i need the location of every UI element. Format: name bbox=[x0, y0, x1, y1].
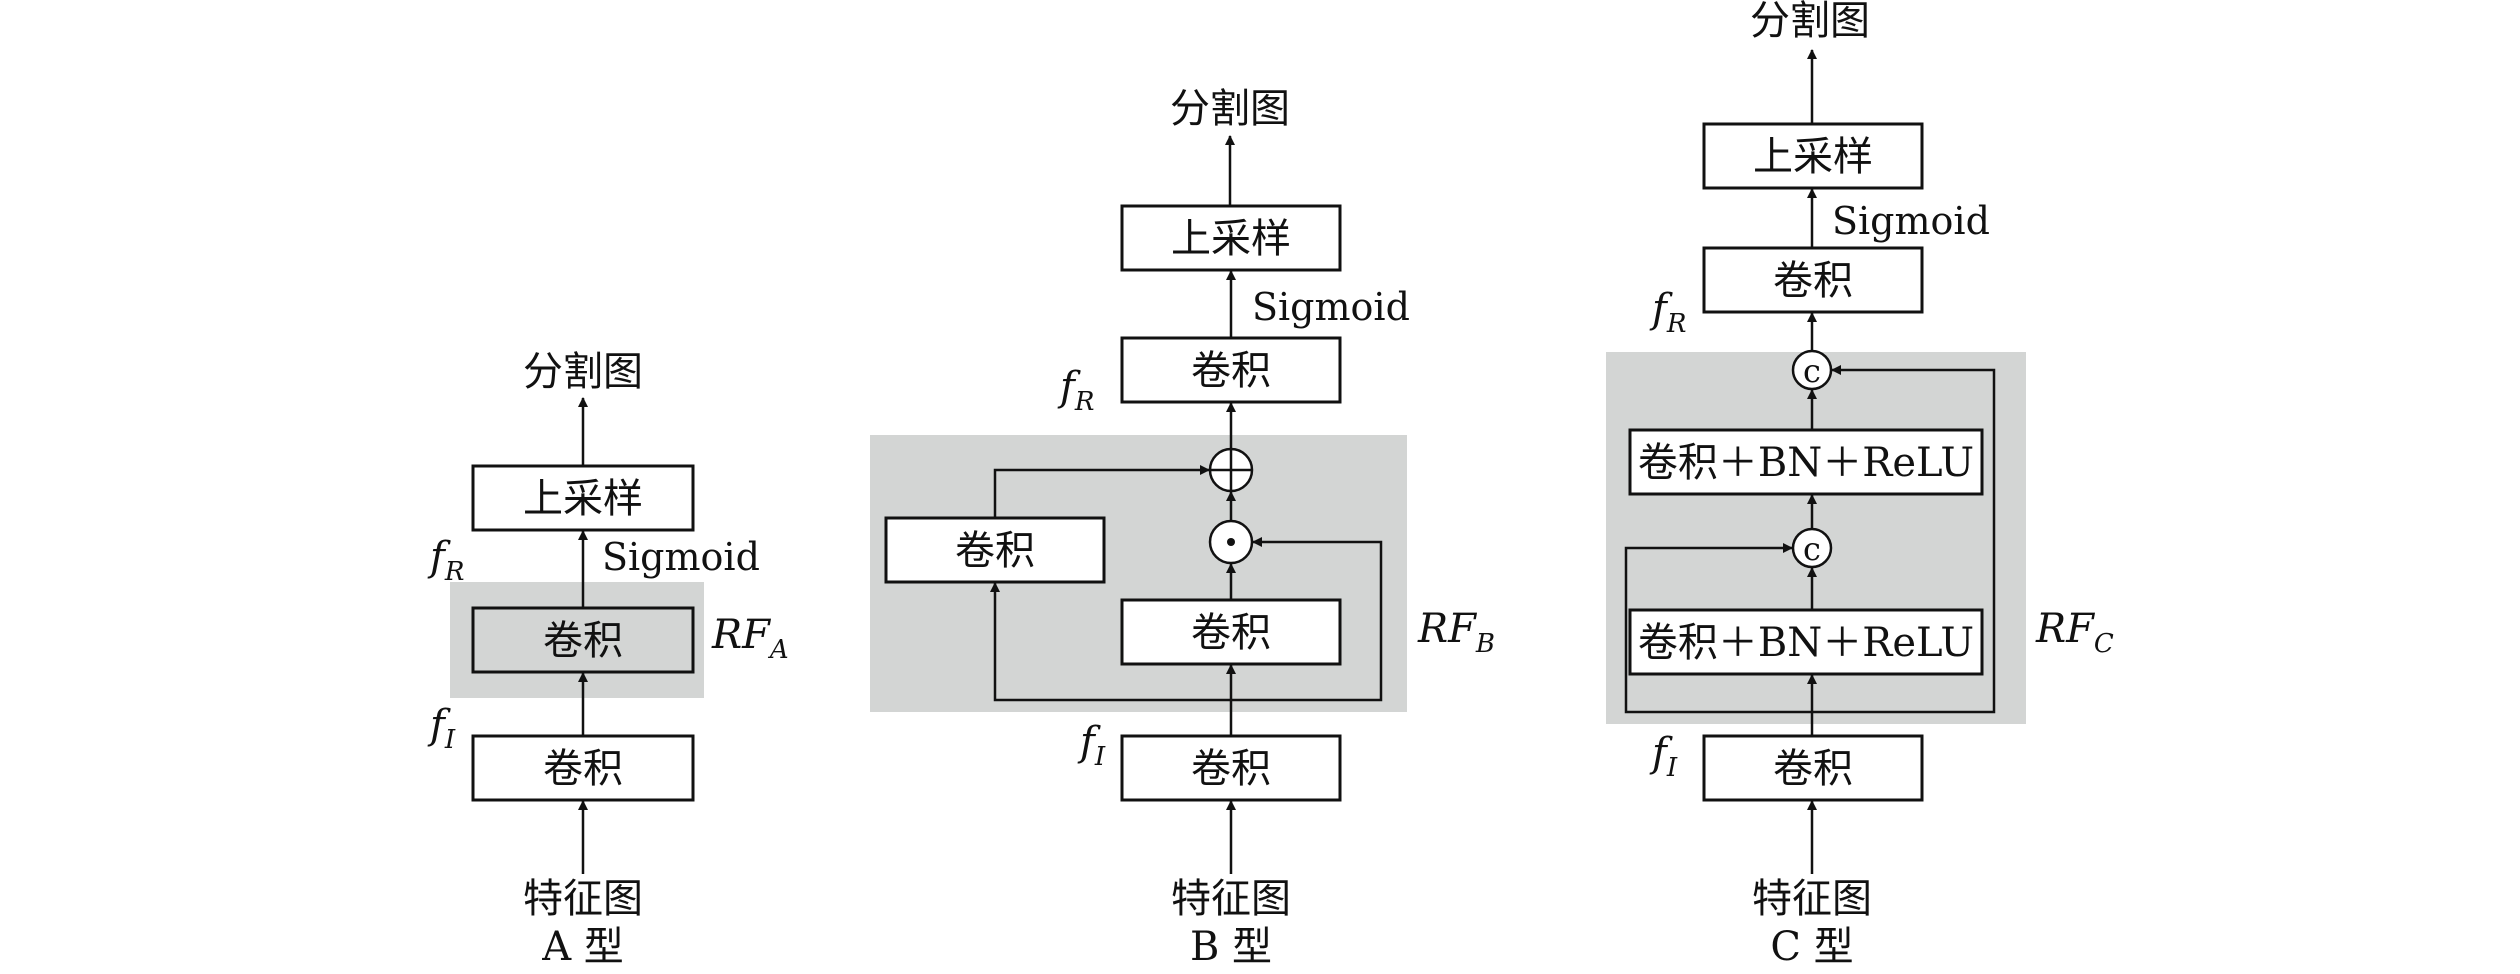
c-fi-sub: I bbox=[1666, 753, 1678, 783]
c-rf-sub: C bbox=[2094, 629, 2114, 659]
a-sigmoid-label: Sigmoid bbox=[602, 535, 760, 579]
b-dot-center bbox=[1227, 538, 1235, 546]
b-conv-top-box bbox=[1120, 336, 1342, 404]
b-arrow-side-to-plus bbox=[993, 465, 1210, 518]
b-upsample-label: 上采样 bbox=[1171, 216, 1291, 262]
c-cbr-upper-label: 卷积＋BN＋ReLU bbox=[1638, 440, 1974, 486]
b-rf-sub: B bbox=[1475, 629, 1495, 659]
c-conv-top-box bbox=[1702, 246, 1924, 314]
a-rf-text: RF bbox=[711, 612, 771, 658]
b-upsample-box bbox=[1120, 204, 1342, 272]
c-caption: C 型 bbox=[1770, 924, 1853, 970]
a-fi-sub: I bbox=[444, 725, 456, 755]
b-fi-sub: I bbox=[1094, 742, 1106, 772]
a-fr-sub: R bbox=[444, 557, 465, 587]
b-conv-inner-label: 卷积 bbox=[1191, 610, 1271, 656]
b-conv-inner-box bbox=[1120, 598, 1342, 666]
b-fr-label: fR bbox=[1057, 364, 1094, 417]
b-input-label: 特征图 bbox=[1171, 876, 1291, 922]
c-arrow-skip-to-upper-concat bbox=[1812, 365, 1996, 714]
c-conv-top-label: 卷积 bbox=[1773, 258, 1853, 304]
b-fi-label: fI bbox=[1077, 719, 1106, 772]
b-fr-sub: R bbox=[1074, 387, 1095, 417]
b-rf-text: RF bbox=[1417, 606, 1477, 652]
variant-b: 分割图 上采样 Sigmoid fR 卷积 卷积 卷积 RFB fI 卷积 bbox=[870, 86, 1495, 970]
c-fr-sub: R bbox=[1666, 309, 1687, 339]
b-conv-side-box bbox=[884, 516, 1106, 584]
c-concat-lower-symbol: c bbox=[1803, 530, 1821, 568]
variant-c: 分割图 上采样 Sigmoid 卷积 fR c 卷积＋BN＋ReLU c 卷积＋… bbox=[1606, 0, 2114, 970]
a-caption: A 型 bbox=[541, 924, 624, 970]
c-fi-label: fI bbox=[1649, 730, 1678, 783]
c-rf-text: RF bbox=[2035, 606, 2095, 652]
c-conv-box bbox=[1702, 734, 1924, 802]
a-rf-label: RFA bbox=[711, 612, 789, 665]
c-upsample-box bbox=[1702, 122, 1924, 190]
b-sigmoid-label: Sigmoid bbox=[1252, 285, 1410, 329]
b-arrow-skip-to-side bbox=[990, 582, 1231, 702]
variant-a: 分割图 上采样 Sigmoid fR 卷积 RFA fI 卷积 特征图 A 型 bbox=[427, 349, 789, 970]
c-input-label: 特征图 bbox=[1752, 876, 1872, 922]
a-rf-conv-label: 卷积 bbox=[543, 618, 623, 664]
a-fi-label: fI bbox=[427, 702, 456, 755]
c-cbr-upper-box bbox=[1628, 428, 1984, 496]
c-output-label: 分割图 bbox=[1750, 0, 1870, 44]
c-sigmoid-label: Sigmoid bbox=[1832, 199, 1990, 243]
c-conv-label: 卷积 bbox=[1773, 746, 1853, 792]
a-conv-label: 卷积 bbox=[543, 746, 623, 792]
b-conv-label: 卷积 bbox=[1191, 746, 1271, 792]
c-upsample-label: 上采样 bbox=[1753, 134, 1873, 180]
a-rf-sub: A bbox=[768, 635, 789, 665]
c-arrow-skip-to-lower-concat bbox=[1624, 543, 1812, 714]
b-arrow-skip-to-dot bbox=[1231, 537, 1383, 702]
b-output-label: 分割图 bbox=[1170, 86, 1290, 132]
b-rf-label: RFB bbox=[1417, 606, 1495, 659]
c-fr-label: fR bbox=[1649, 286, 1686, 339]
b-caption: B 型 bbox=[1190, 924, 1272, 970]
c-rf-label: RFC bbox=[2035, 606, 2114, 659]
c-concat-upper-symbol: c bbox=[1803, 352, 1821, 390]
b-conv-side-label: 卷积 bbox=[955, 528, 1035, 574]
a-fr-label: fR bbox=[427, 534, 464, 587]
a-upsample-label: 上采样 bbox=[523, 476, 643, 522]
a-output-label: 分割图 bbox=[523, 349, 643, 395]
c-cbr-lower-label: 卷积＋BN＋ReLU bbox=[1638, 620, 1974, 666]
c-cbr-lower-box bbox=[1628, 608, 1984, 676]
a-upsample-box bbox=[471, 464, 695, 532]
b-conv-top-label: 卷积 bbox=[1191, 348, 1271, 394]
a-input-label: 特征图 bbox=[523, 876, 643, 922]
b-conv-box bbox=[1120, 734, 1342, 802]
